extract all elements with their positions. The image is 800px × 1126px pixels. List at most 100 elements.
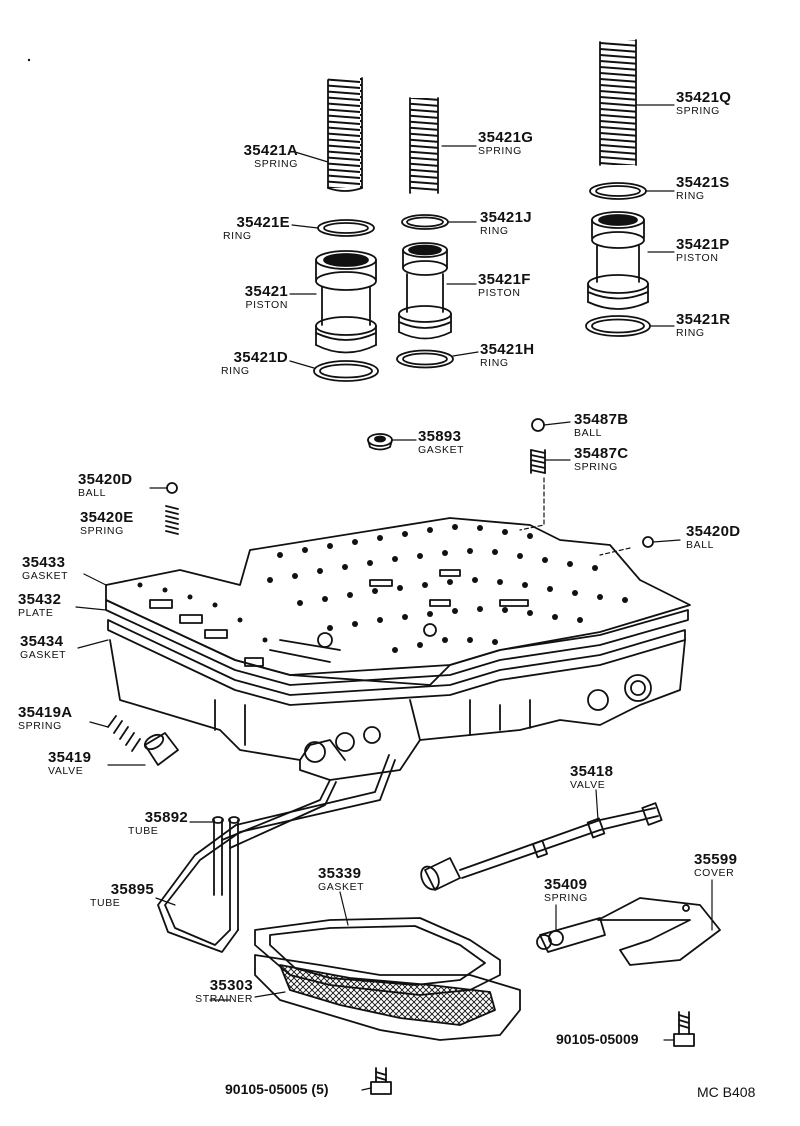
part-name: GASKET [22, 570, 69, 582]
part-number: 35421E [236, 214, 290, 231]
label-35418: 35418 VALVE [570, 764, 613, 791]
strainer-35303 [254, 954, 521, 1041]
label-35432: 35432 PLATE [18, 592, 61, 619]
label-35339: 35339 GASKET [318, 866, 364, 893]
label-bolt-90105-05009: 90105-05009 [556, 1031, 639, 1047]
part-number: 35420E [80, 509, 134, 526]
part-number: 35421P [676, 236, 730, 253]
label-35421H: 35421H RING [480, 342, 534, 369]
label-35421D: 35421D RING [203, 350, 288, 377]
part-name: RING [676, 327, 705, 339]
spring-35421G [409, 97, 439, 194]
piston-35421P [587, 211, 649, 310]
part-name: PLATE [18, 607, 54, 619]
part-number: 35418 [570, 763, 614, 780]
part-number: 35339 [318, 865, 362, 882]
part-number: 35421A [243, 142, 298, 159]
label-35303: 35303 STRAINER [170, 978, 253, 1005]
spring-35421Q [599, 39, 637, 166]
label-35420E: 35420E SPRING [80, 510, 134, 537]
part-name: GASKET [418, 444, 465, 456]
label-35420D-left: 35420D BALL [78, 472, 132, 499]
part-number: 35421F [478, 271, 531, 288]
ball-35420D-right [642, 536, 654, 548]
ring-35421H [396, 349, 454, 369]
label-35434: 35434 GASKET [20, 634, 66, 661]
part-name: COVER [694, 867, 735, 879]
label-35895: 35895 TUBE [76, 882, 154, 909]
part-number: 35419A [18, 704, 73, 721]
part-number: 35420D [686, 523, 741, 540]
ring-35421S [589, 182, 647, 200]
part-name: VALVE [570, 779, 606, 791]
part-name: SPRING [574, 461, 618, 473]
label-35420D-right: 35420D BALL [686, 524, 740, 551]
label-35419: 35419 VALVE [48, 750, 91, 777]
label-35892: 35892 TUBE [110, 810, 188, 837]
part-number: 35487C [574, 445, 629, 462]
piston-35421 [315, 250, 377, 354]
part-number: 35421H [480, 341, 535, 358]
part-number: 35421Q [676, 89, 732, 106]
part-number: 35599 [694, 851, 738, 868]
spring-35420E [165, 505, 179, 535]
part-number: 35421S [676, 174, 730, 191]
valve-35419 [143, 732, 179, 766]
part-number: 35432 [18, 591, 62, 608]
ring-35421J [401, 214, 449, 230]
spring-35487C [530, 449, 546, 474]
bolt-90105-05005 [370, 1067, 392, 1095]
part-number: 35433 [22, 554, 66, 571]
part-number: 35409 [544, 876, 588, 893]
part-number: 35421G [478, 129, 534, 146]
part-name: GASKET [318, 881, 365, 893]
spring-35419A [107, 715, 141, 752]
part-name: TUBE [90, 897, 121, 909]
part-name: RING [480, 357, 509, 369]
valve-body-assembly [105, 517, 691, 781]
part-name: SPRING [254, 158, 298, 170]
ball-35487B [531, 418, 545, 432]
label-35421F: 35421F PISTON [478, 272, 531, 299]
label-35893: 35893 GASKET [418, 429, 464, 456]
tube-35895 [157, 754, 396, 953]
ring-35421D [313, 360, 379, 382]
part-name: SPRING [18, 720, 62, 732]
part-name: SPRING [80, 525, 124, 537]
part-number: 35487B [574, 411, 629, 428]
piston-35421F [398, 242, 452, 340]
part-number: 35421D [233, 349, 288, 366]
label-35487C: 35487C SPRING [574, 446, 628, 473]
part-number: 35419 [48, 749, 92, 766]
label-35421P: 35421P PISTON [676, 237, 730, 264]
part-name: PISTON [676, 252, 719, 264]
part-number: 35420D [78, 471, 133, 488]
label-35421R: 35421R RING [676, 312, 730, 339]
part-name: BALL [78, 487, 107, 499]
label-bolt-90105-05005: 90105-05005 (5) [225, 1081, 329, 1097]
part-name: TUBE [128, 825, 159, 837]
part-name: BALL [574, 427, 603, 439]
part-number: 35421 [244, 283, 288, 300]
valve-35418 [420, 802, 663, 891]
cover-35599 [597, 897, 721, 966]
part-number: 35421R [676, 311, 731, 328]
label-35421S: 35421S RING [676, 175, 730, 202]
label-35421: 35421 PISTON [205, 284, 288, 311]
part-name: STRAINER [195, 993, 253, 1005]
part-name: SPRING [478, 145, 522, 157]
gasket-35893 [367, 433, 393, 451]
tube-35892 [212, 779, 337, 896]
part-name: GASKET [20, 649, 67, 661]
label-35599: 35599 COVER [694, 852, 737, 879]
part-name: BALL [686, 539, 715, 551]
label-35421A: 35421A SPRING [213, 143, 298, 170]
label-35421G: 35421G SPRING [478, 130, 533, 157]
label-35419A: 35419A SPRING [18, 705, 72, 732]
part-name: VALVE [48, 765, 84, 777]
label-35487B: 35487B BALL [574, 412, 628, 439]
part-number: 35895 [110, 881, 154, 898]
label-35421J: 35421J RING [480, 210, 532, 237]
